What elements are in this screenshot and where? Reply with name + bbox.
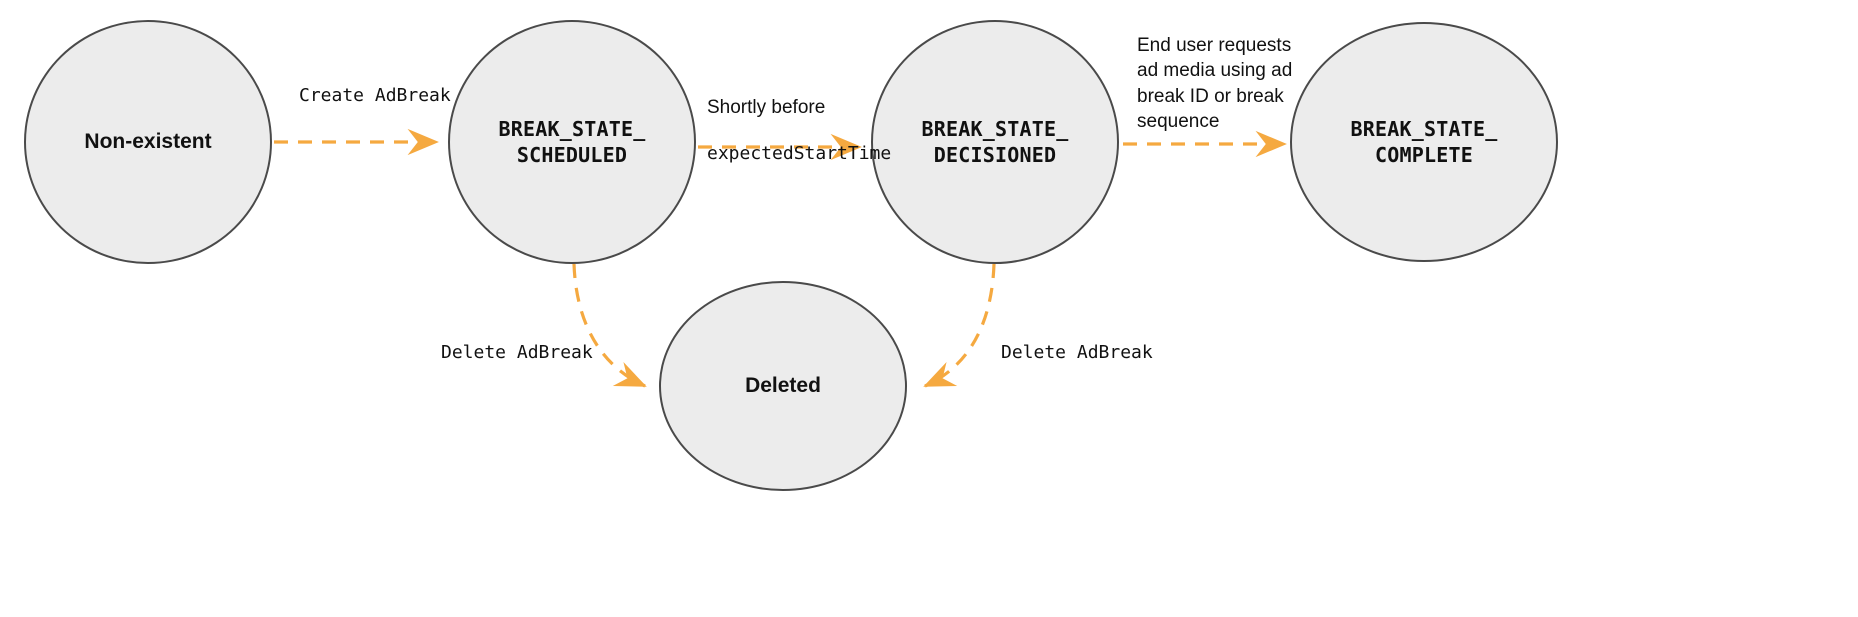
edge-label-delete-adbreak-from-scheduled: Delete AdBreak (441, 342, 593, 363)
edge-delete-adbreak-from-decisioned (923, 263, 996, 388)
node-label-break-state-complete: BREAK_STATE_ COMPLETE (1350, 117, 1498, 167)
edge-label-line-1: Shortly before (707, 97, 826, 119)
node-label-break-state-scheduled: BREAK_STATE_ SCHEDULED (498, 117, 646, 167)
node-break-state-decisioned[interactable]: BREAK_STATE_ DECISIONED (871, 20, 1119, 264)
edge-label-end-user-requests-ad-media: End user requests ad media using ad brea… (1137, 35, 1293, 132)
node-deleted[interactable]: Deleted (659, 281, 907, 491)
edge-label-shortly-before-expected-start-time: Shortly before expectedStartTime (707, 74, 891, 187)
edge-delete-adbreak-from-scheduled (572, 263, 647, 388)
node-label-non-existent: Non-existent (84, 130, 212, 154)
node-label-deleted: Deleted (745, 374, 821, 398)
edge-label-delete-adbreak-from-decisioned: Delete AdBreak (1001, 342, 1153, 363)
edge-label-create-adbreak: Create AdBreak (299, 85, 451, 106)
node-non-existent[interactable]: Non-existent (24, 20, 272, 264)
edge-label-line-2: expectedStartTime (707, 142, 892, 164)
node-break-state-complete[interactable]: BREAK_STATE_ COMPLETE (1290, 22, 1558, 262)
node-label-break-state-decisioned: BREAK_STATE_ DECISIONED (921, 117, 1069, 167)
node-break-state-scheduled[interactable]: BREAK_STATE_ SCHEDULED (448, 20, 696, 264)
